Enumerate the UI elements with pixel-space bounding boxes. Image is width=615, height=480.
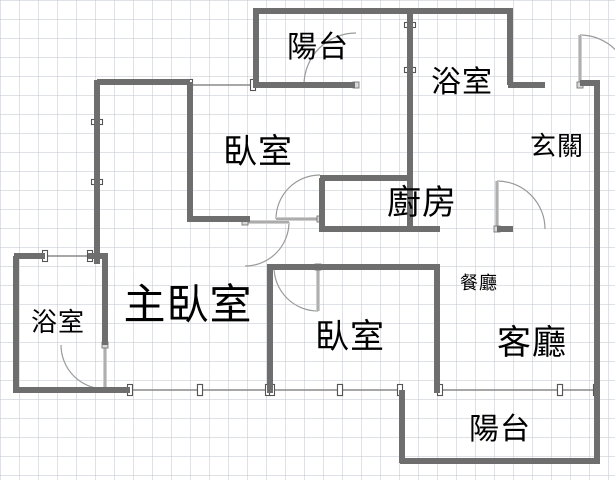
door-balcony-top-swing-arc [303,32,357,86]
window-bedroom-south-2-stop-0 [336,383,344,397]
door-entry-foyer-swing-arc [579,34,615,51]
door-bath-left-swing-arc [60,344,106,390]
door-hall-mid-swing-arc [244,221,290,267]
door-bedroom-top-swing-arc [275,174,321,220]
walls-layer [13,8,600,464]
window-living-south-b-stop-0 [556,383,564,397]
door-kitchen-foyer-swing-arc [496,180,546,230]
door-bedroom-bottom-swing-arc [273,266,319,312]
window-master-south-2-stop-0 [196,383,204,397]
